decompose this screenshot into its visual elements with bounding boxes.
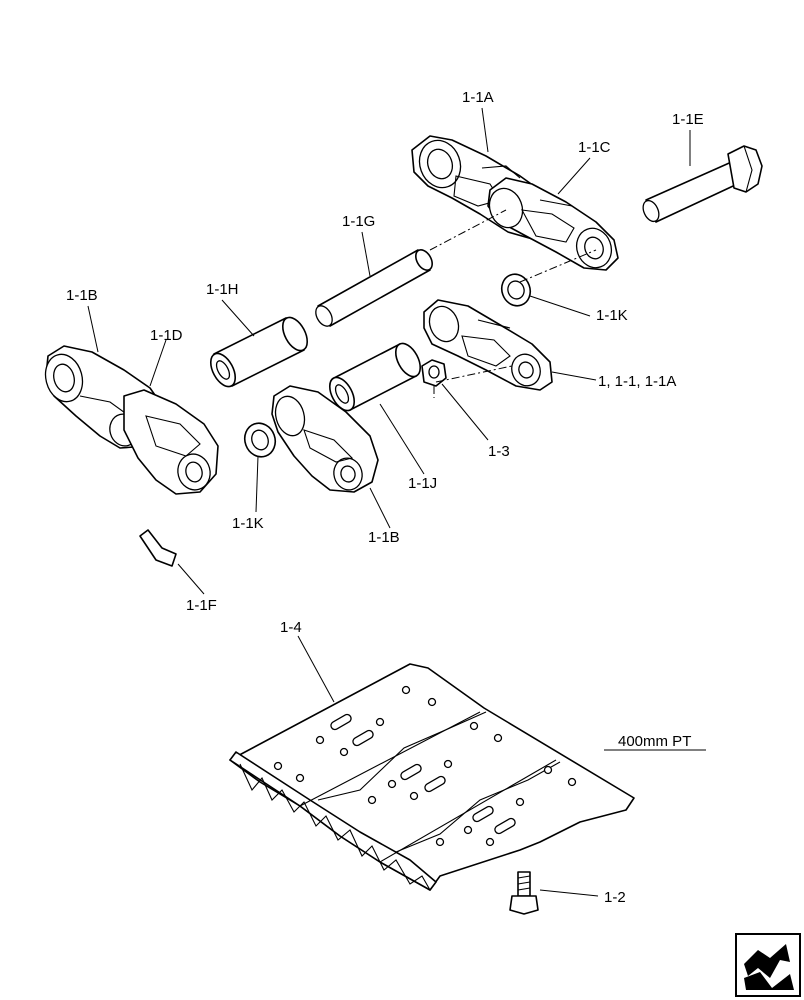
assembly-center-lines xyxy=(429,209,597,398)
seal-1-1k-right xyxy=(500,273,532,307)
label-1-1j: 1-1J xyxy=(408,475,437,492)
link-assembly-1 xyxy=(423,299,553,391)
pin-1-1g xyxy=(315,249,433,327)
seal-1-1k-left xyxy=(243,422,277,458)
label-1-2: 1-2 xyxy=(604,889,626,906)
label-1-1h: 1-1H xyxy=(206,281,239,298)
label-shoe-width: 400mm PT xyxy=(618,733,691,750)
next-page-arrow-icon[interactable] xyxy=(735,933,801,997)
label-1-1k-left: 1-1K xyxy=(232,515,264,532)
label-1-1f: 1-1F xyxy=(186,597,217,614)
link-1-1b-center xyxy=(271,385,379,493)
callout-labels: 1-1A 1-1C 1-1E 1-1G 1-1H 1-1B 1-1D 1-1K … xyxy=(66,89,704,906)
label-1-1k-right: 1-1K xyxy=(596,307,628,324)
bushing-1-1h xyxy=(209,316,309,388)
label-1-1g: 1-1G xyxy=(342,213,375,230)
label-1-1c: 1-1C xyxy=(578,139,611,156)
link-1-1d xyxy=(123,389,219,495)
label-1-3: 1-3 xyxy=(488,443,510,460)
label-1-1b-left: 1-1B xyxy=(66,287,98,304)
label-1-1e: 1-1E xyxy=(672,111,704,128)
pin-1-1e xyxy=(642,145,763,223)
label-assembly-1: 1, 1-1, 1-1A xyxy=(598,373,676,390)
track-shoes-1-4 xyxy=(229,663,635,891)
label-1-1b-center: 1-1B xyxy=(368,529,400,546)
bushing-1-1j xyxy=(328,342,422,412)
leader-lines xyxy=(87,107,706,897)
nut-1-3 xyxy=(421,359,447,387)
label-1-1a: 1-1A xyxy=(462,89,494,106)
label-1-4: 1-4 xyxy=(280,619,302,636)
label-1-1d: 1-1D xyxy=(150,327,183,344)
hose-1-1f xyxy=(139,529,177,567)
link-1-1c xyxy=(487,177,619,271)
bolt-1-2 xyxy=(509,871,539,915)
